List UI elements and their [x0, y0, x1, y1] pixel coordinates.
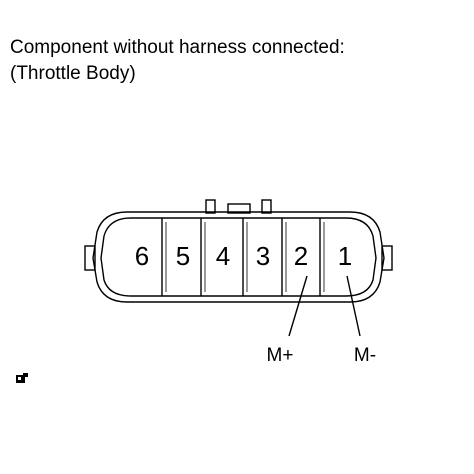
terminal-label-m-minus: M-	[354, 345, 376, 366]
pin-2-label: 2	[294, 241, 308, 271]
pin-1-label: 1	[338, 241, 352, 271]
corner-mark-icon	[16, 373, 28, 383]
pin-5-label: 5	[176, 241, 190, 271]
pin-cavity-dividers	[161, 218, 325, 296]
caption-line-2: (Throttle Body)	[10, 63, 136, 84]
leader-line-pin-2	[288, 275, 308, 337]
pin-3-label: 3	[256, 241, 270, 271]
leader-line-pin-1	[346, 275, 361, 337]
connector-housing	[84, 199, 393, 303]
caption-line-1: Component without harness connected:	[10, 37, 345, 58]
pin-6-label: 6	[135, 241, 149, 271]
pin-4-label: 4	[216, 241, 230, 271]
terminal-label-m-plus: M+	[267, 345, 294, 366]
